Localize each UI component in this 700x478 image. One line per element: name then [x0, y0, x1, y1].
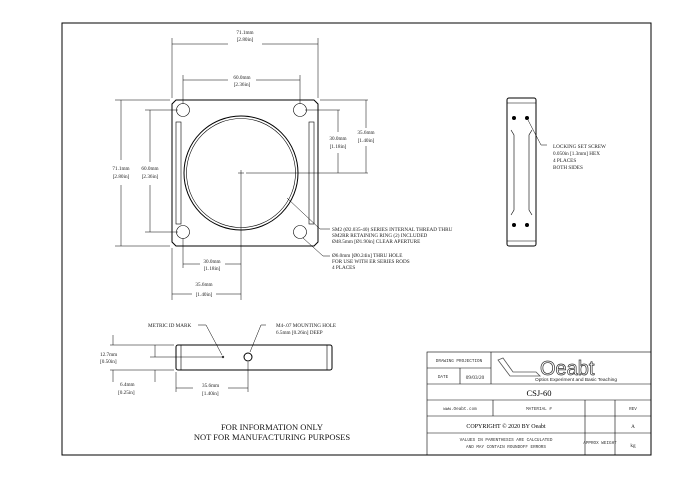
- dim-half-in: [0.25in]: [118, 390, 135, 396]
- dim-pos-in: [1.40in]: [202, 391, 219, 397]
- note-line: 4 PLACES: [332, 265, 355, 271]
- date-label: DATE: [438, 375, 449, 380]
- note-line: FOR USE WITH ER SERIES RODS: [332, 259, 410, 265]
- weight-unit: kg: [630, 443, 636, 449]
- bottom-view: METRIC ID MARK M4-.07 MOUNTING HOLE 6.5m…: [100, 323, 336, 397]
- dim-center-h-in: [1.18in]: [204, 266, 221, 272]
- dim-edge-v: 35.6mm: [357, 130, 374, 136]
- dim-pos: 35.6mm: [202, 383, 219, 389]
- thread-note: SM2 (Ø2.035-40) SERIES INTERNAL THREAD T…: [332, 226, 453, 271]
- note-line: Ø48.5mm [Ø1.90in] CLEAR APERTURE: [332, 239, 420, 245]
- dim-height: 71.1mm: [112, 166, 129, 172]
- note-line: Ø6.0mm [Ø0.24in] THRU HOLE: [332, 253, 402, 259]
- logo: Oeabt Optics Experiment and Basic Teachi…: [497, 357, 617, 383]
- material-label: MATERIAL #: [526, 407, 552, 412]
- mount-hole-note: M4-.07 MOUNTING HOLE: [276, 323, 336, 329]
- disclaimer-line: FOR INFORMATION ONLY: [221, 422, 323, 432]
- part-number: CSJ-60: [526, 388, 551, 398]
- note-line: 0.050in [1.3mm] HEX: [553, 151, 600, 157]
- dim-width: 71.1mm: [236, 30, 253, 36]
- logo-text: Oeabt: [540, 358, 595, 380]
- date-value: 09/03/20: [466, 375, 485, 381]
- note-line: BOTH SIDES: [553, 165, 583, 171]
- disclaimer-line: NOT FOR MANUFACTURING PURPOSES: [194, 432, 351, 442]
- note-line: LOCKING SET SCREW: [553, 144, 606, 150]
- dim-half: 6.4mm: [120, 382, 135, 388]
- dim-hole-span: 60.0mm: [233, 75, 250, 81]
- projection-label: DRAWING PROJECTION: [436, 359, 483, 364]
- values-note: VALUES IN PARENTHESIS ARE CALCULATED: [460, 438, 553, 443]
- note-line: SM2 (Ø2.035-40) SERIES INTERNAL THREAD T…: [332, 226, 453, 233]
- title-block: DRAWING PROJECTION DATE www.Oeabt.com MA…: [426, 351, 652, 456]
- dim-center-v: 30.0mm: [329, 136, 346, 142]
- dim-edge-h: 35.6mm: [195, 282, 212, 288]
- dim-center-v-in: [1.18in]: [330, 144, 347, 150]
- dim-edge-v-in: [1.40in]: [358, 138, 375, 144]
- drawing-frame: [61, 22, 652, 456]
- dim-width-in: [2.80in]: [237, 37, 254, 43]
- rev-label: REV: [629, 407, 637, 412]
- dim-hole-span-in: [2.36in]: [234, 82, 251, 88]
- dim-center-h: 30.0mm: [203, 259, 220, 265]
- front-view: 71.1mm [2.80in] 60.0mm [2.36in] 71.1mm […: [112, 30, 453, 300]
- values-note: AND MAY CONTAIN ROUNDOFF ERRORS: [466, 445, 546, 450]
- note-line: SM2RR RETAINING RING (2) INCLUDED: [332, 232, 428, 239]
- dim-vhole-span: 60.0mm: [141, 166, 158, 172]
- dim-thick: 12.7mm: [100, 352, 117, 358]
- dim-thick-in: [0.50in]: [100, 359, 117, 365]
- metric-mark-label: METRIC ID MARK: [148, 323, 191, 329]
- weight-label: APPROX WEIGHT: [583, 441, 617, 446]
- dim-edge-h-in: [1.40in]: [196, 292, 213, 298]
- website: www.Oeabt.com: [443, 407, 477, 412]
- disclaimer: FOR INFORMATION ONLY NOT FOR MANUFACTURI…: [194, 422, 351, 442]
- dim-vhole-span-in: [2.36in]: [142, 174, 159, 180]
- side-view: LOCKING SET SCREW 0.050in [1.3mm] HEX 4 …: [506, 97, 606, 247]
- note-line: 4 PLACES: [553, 158, 576, 164]
- mount-hole-note: 6.5mm [0.26in] DEEP: [276, 330, 323, 336]
- logo-tagline: Optics Experiment and Basic Teaching: [535, 377, 617, 383]
- rev-value: A: [631, 424, 635, 430]
- copyright: COPYRIGHT © 2020 BY Oeabt: [466, 423, 546, 430]
- dim-height-in: [2.80in]: [113, 174, 130, 180]
